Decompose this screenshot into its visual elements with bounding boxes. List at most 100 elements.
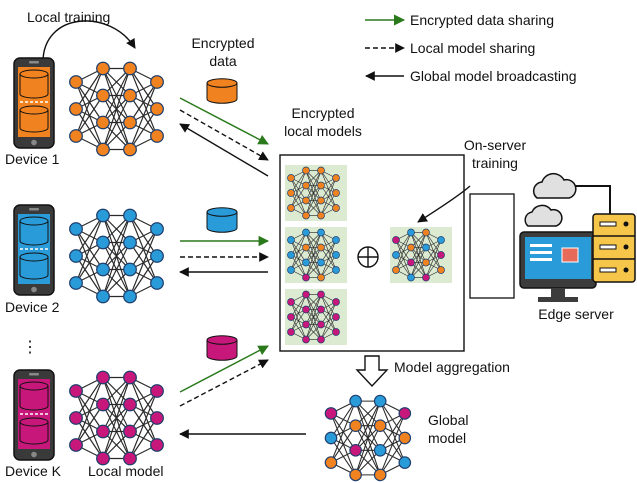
encrypted-model-panel-blue (285, 227, 347, 283)
network-node (373, 394, 387, 408)
device-2-phone (13, 204, 55, 296)
network-edge (75, 215, 104, 257)
network-node (287, 313, 295, 321)
network-node (437, 251, 445, 259)
network-node (437, 266, 445, 274)
network-edge (320, 177, 337, 216)
cylinder-body (19, 256, 49, 280)
network-node (317, 258, 325, 267)
network-node (150, 384, 164, 398)
network-node (287, 236, 295, 244)
neural-networks (69, 61, 412, 482)
network-edge (320, 239, 337, 263)
cylinder-body (19, 385, 49, 411)
device1-encrypted-data-arrow (179, 97, 269, 145)
network-node (392, 236, 400, 244)
encrypted-data-cylinder-1 (206, 78, 238, 104)
panel-network (287, 166, 340, 220)
network-edge (330, 400, 357, 463)
edge-server-label: Edge server (538, 306, 614, 322)
network-edge (290, 247, 307, 271)
cylinder-top (19, 69, 49, 79)
on-server-training-label-2: training (472, 155, 518, 171)
device-1-network (69, 61, 164, 157)
network-edge (75, 95, 104, 137)
device-phones (13, 57, 55, 461)
network-node (302, 211, 310, 220)
network-node (324, 431, 338, 445)
network-node (69, 129, 83, 143)
cylinder-body (206, 339, 238, 361)
monitor-icon (519, 231, 597, 302)
cylinder-top (19, 417, 49, 427)
edge-server-illustration (519, 172, 636, 302)
network-node (96, 61, 110, 76)
network-node (96, 370, 110, 385)
network-edge (425, 254, 442, 278)
server-data-stack-box (469, 193, 515, 299)
network-edge (379, 437, 406, 476)
network-node (317, 243, 325, 252)
network-node (302, 166, 310, 175)
network-node (317, 211, 325, 220)
phone-home-button (31, 451, 37, 458)
network-node (69, 438, 83, 452)
network-node (123, 370, 137, 385)
network-edge (305, 170, 322, 216)
network-edge (290, 232, 307, 256)
encrypted-data-cylinders (206, 78, 238, 361)
network-node (150, 411, 164, 425)
network-edges (290, 170, 337, 216)
network-edge (305, 185, 322, 216)
cylinder-top (206, 335, 238, 345)
network-node (317, 290, 325, 299)
cylinder-body (19, 73, 49, 99)
device-1-phone (13, 57, 55, 149)
network-node (123, 424, 137, 439)
network-node (332, 266, 340, 274)
cylinder-top (19, 381, 49, 391)
network-edge (305, 247, 322, 278)
network-node (422, 273, 430, 282)
phone-data-cylinder-top (19, 216, 49, 246)
network-node (407, 273, 415, 282)
network-node (302, 290, 310, 299)
cylinder-top (19, 105, 49, 115)
network-node (123, 397, 137, 412)
network-edge (129, 390, 158, 459)
network-node (332, 313, 340, 321)
network-edge (330, 425, 357, 463)
network-node (317, 335, 325, 344)
network-node (437, 236, 445, 244)
encrypted-data-label-1: Encrypted (191, 35, 254, 51)
on-server-training-label-1: On-server (464, 137, 527, 153)
network-node (96, 262, 110, 277)
aggregation-operator (357, 246, 379, 268)
encrypted-model-panel-magenta (285, 289, 347, 345)
network-edges (395, 232, 442, 278)
network-node (287, 266, 295, 274)
network-node (373, 443, 387, 457)
encrypted-model-panel-orange (285, 165, 347, 221)
network-node (123, 262, 137, 277)
network-edge (129, 108, 158, 150)
network-node (302, 181, 310, 190)
network-edge (395, 247, 412, 271)
network-edge (290, 170, 307, 209)
on-server-training-arrow (417, 185, 471, 223)
network-edge (355, 400, 381, 451)
network-node (123, 451, 137, 466)
devicek-encrypted-data-arrow (179, 345, 269, 393)
network-edge (75, 242, 104, 284)
network-edge (290, 294, 307, 318)
device-k-network (69, 370, 164, 466)
network-edge (330, 400, 357, 439)
network-edge (290, 294, 307, 333)
network-node (422, 258, 430, 267)
legend: Encrypted data sharing Local model shari… (365, 12, 577, 84)
network-node (392, 251, 400, 259)
network-node (349, 443, 362, 457)
network-node (150, 222, 164, 236)
network-node (96, 397, 110, 412)
network-node (302, 243, 310, 252)
